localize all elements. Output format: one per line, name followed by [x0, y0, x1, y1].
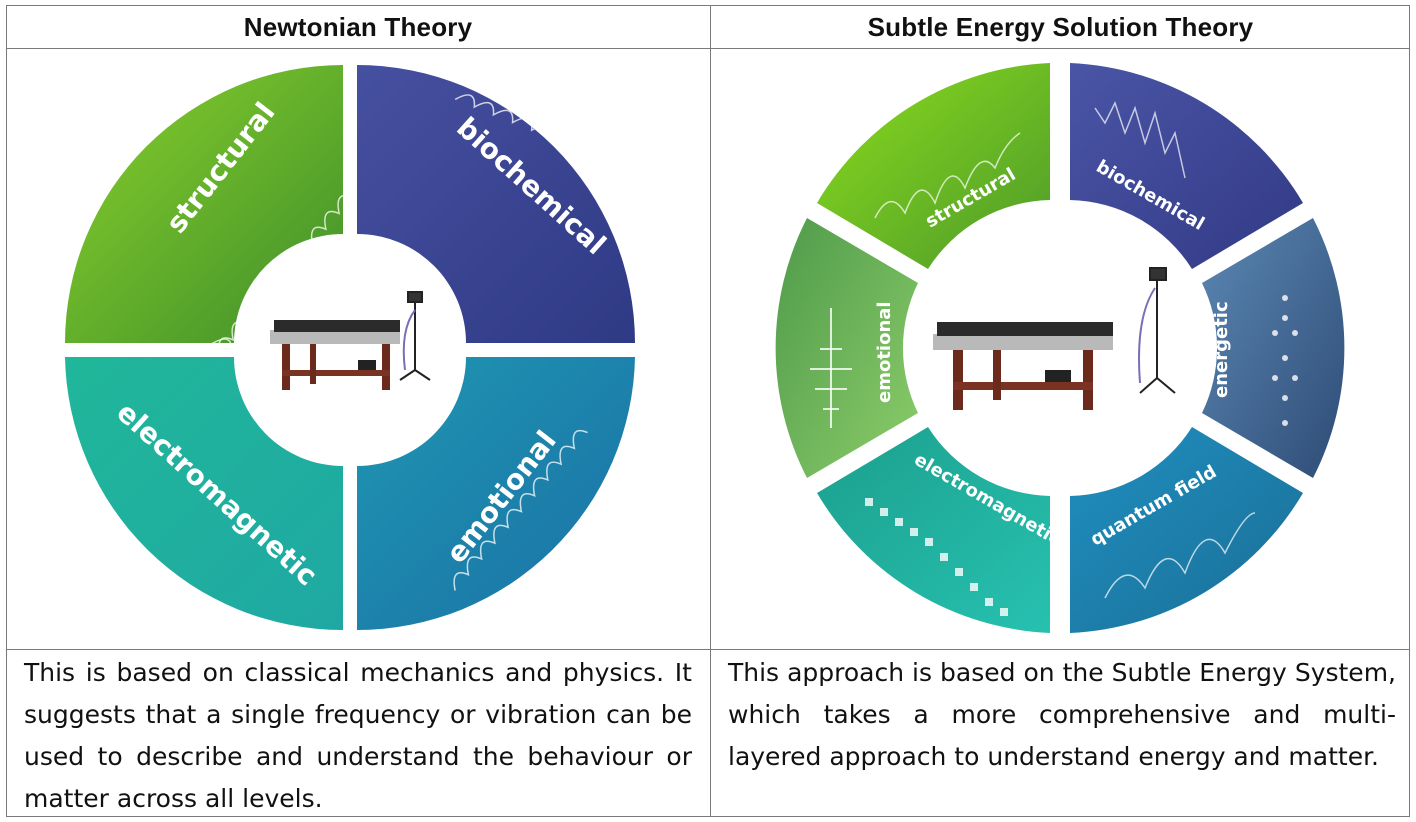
left-column-title: Newtonian Theory [243, 11, 473, 42]
therapy-table-icon [933, 322, 1113, 410]
table-frame [6, 5, 1410, 817]
segment-label-emotional: emotional [874, 301, 895, 403]
left-description: This is based on classical mechanics and… [24, 658, 692, 813]
header-divider [6, 48, 1410, 49]
newtonian-wheel: structural biochemical electromagnetic e… [65, 65, 640, 630]
segment-structural [817, 63, 1050, 269]
segment-energetic [1202, 218, 1345, 478]
speaker-stand-icon [1138, 267, 1176, 394]
column-divider [710, 5, 711, 817]
waveform-icon [874, 101, 1256, 599]
footer-divider [6, 649, 1410, 650]
segment-biochemical [1070, 63, 1303, 269]
segment-emotional [775, 218, 918, 478]
segment-electromagnetic [817, 427, 1050, 633]
waveform-icon [810, 295, 1298, 616]
segment-quantum-field [1070, 427, 1303, 633]
segment-emotional [357, 357, 635, 630]
segment-electromagnetic [65, 357, 343, 630]
segment-structural [65, 65, 343, 343]
right-column-title: Subtle Energy Solution Theory [867, 11, 1254, 42]
right-description: This approach is based on the Subtle Ene… [728, 658, 1396, 771]
subtle-energy-wheel: structural biochemical energetic quantum… [775, 63, 1345, 633]
segment-biochemical [357, 65, 635, 343]
therapy-table-icon [270, 320, 400, 390]
speaker-stand-icon [399, 291, 431, 381]
segment-label-energetic: energetic [1211, 301, 1232, 398]
spring-coil-icon [211, 94, 640, 591]
